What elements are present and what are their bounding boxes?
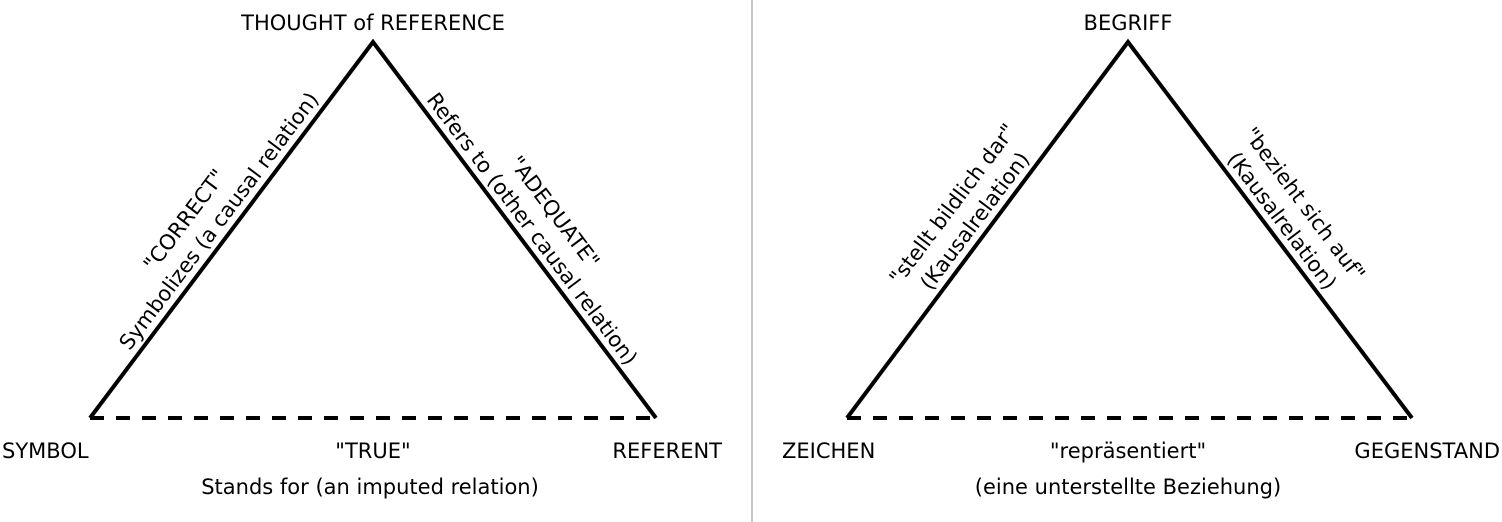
apex-label: THOUGHT of REFERENCE	[240, 11, 505, 35]
base-label-2: Stands for (an imputed relation)	[201, 475, 539, 499]
base-label-1: "repräsentiert"	[1050, 439, 1206, 463]
apex-label: BEGRIFF	[1084, 11, 1173, 35]
base-label-2: (eine unterstellte Beziehung)	[975, 475, 1281, 499]
right-corner-label: REFERENT	[612, 439, 722, 463]
english-triangle: THOUGHT of REFERENCE SYMBOL REFERENT "TR…	[2, 11, 722, 499]
triangle-solid-edges	[88, 38, 658, 420]
left-edge-label-2: Symbolizes (a causal relation)	[114, 88, 323, 355]
left-corner-label: ZEICHEN	[782, 439, 875, 463]
right-corner-label: GEGENSTAND	[1354, 439, 1500, 463]
base-label-1: "TRUE"	[335, 439, 410, 463]
right-edge-label-2: Refers to (other causal relation)	[422, 88, 642, 369]
german-triangle: BEGRIFF ZEICHEN GEGENSTAND "repräsentier…	[782, 11, 1500, 499]
triangle-solid-edges	[845, 38, 1414, 420]
left-corner-label: SYMBOL	[2, 439, 89, 463]
